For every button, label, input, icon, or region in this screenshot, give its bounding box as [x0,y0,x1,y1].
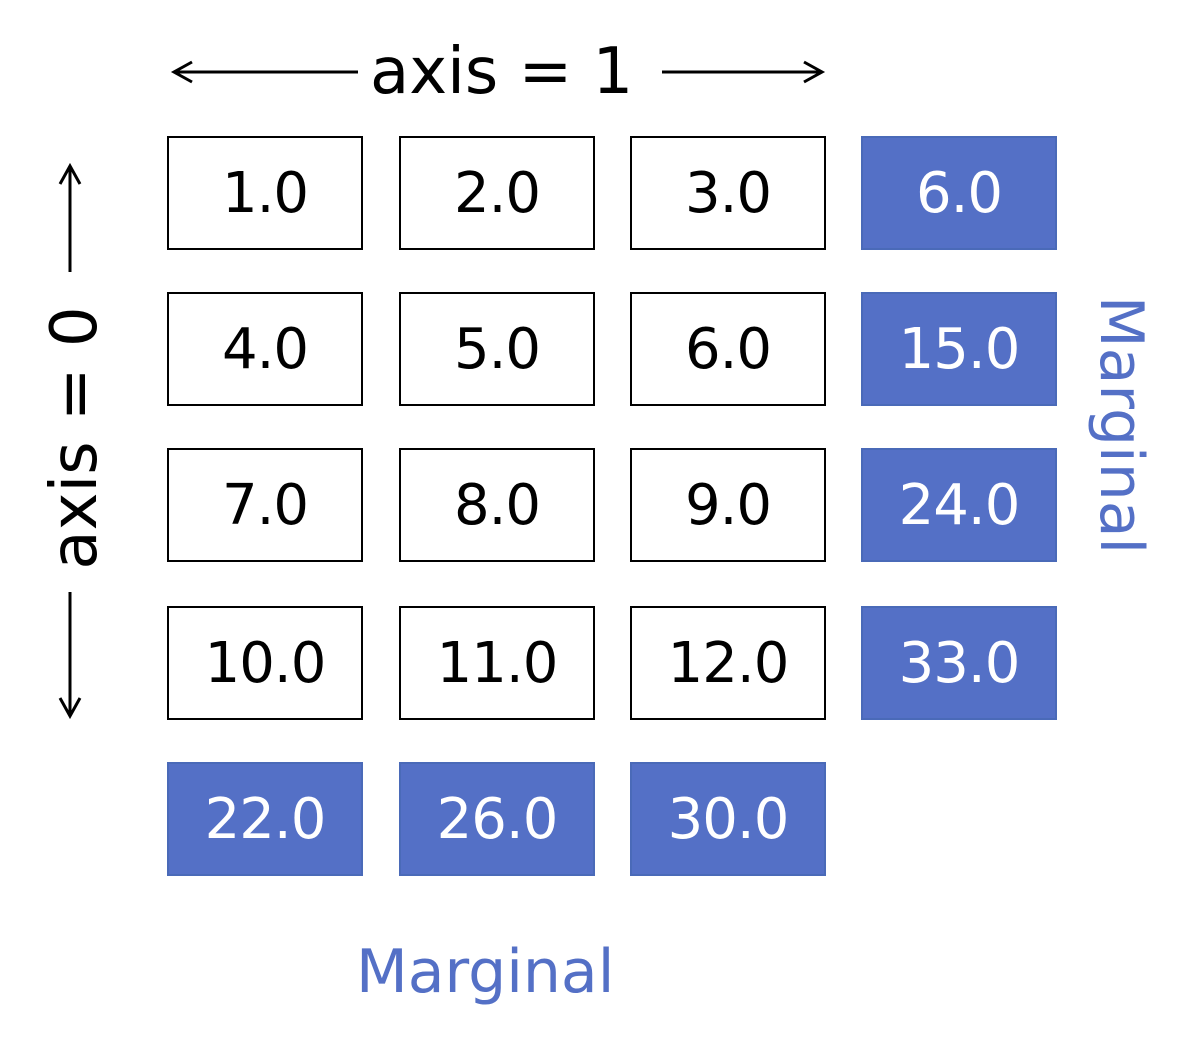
matrix-cell: 1.0 [167,136,363,250]
matrix-cell: 2.0 [399,136,595,250]
bottom-marginal-label: Marginal [356,937,615,1007]
matrix-cell: 7.0 [167,448,363,562]
axis-0-up-arrow [58,162,82,272]
row-marginal-cell: 15.0 [861,292,1057,406]
matrix-cell: 9.0 [630,448,826,562]
row-marginal-cell: 24.0 [861,448,1057,562]
axis-1-label: axis = 1 [370,35,634,109]
axis-1-right-arrow [662,60,826,84]
matrix-cell: 12.0 [630,606,826,720]
matrix-cell: 10.0 [167,606,363,720]
matrix-cell: 5.0 [399,292,595,406]
matrix-cell: 4.0 [167,292,363,406]
column-marginal-cell: 22.0 [167,762,363,876]
matrix-cell: 3.0 [630,136,826,250]
row-marginal-cell: 6.0 [861,136,1057,250]
matrix-cell: 11.0 [399,606,595,720]
column-marginal-cell: 26.0 [399,762,595,876]
right-marginal-label: Marginal [1086,295,1156,555]
axis-0-down-arrow [58,592,82,720]
column-marginal-cell: 30.0 [630,762,826,876]
matrix-cell: 8.0 [399,448,595,562]
matrix-cell: 6.0 [630,292,826,406]
row-marginal-cell: 33.0 [861,606,1057,720]
axis-1-left-arrow [170,60,358,84]
axis-0-label: axis = 0 [38,306,112,570]
